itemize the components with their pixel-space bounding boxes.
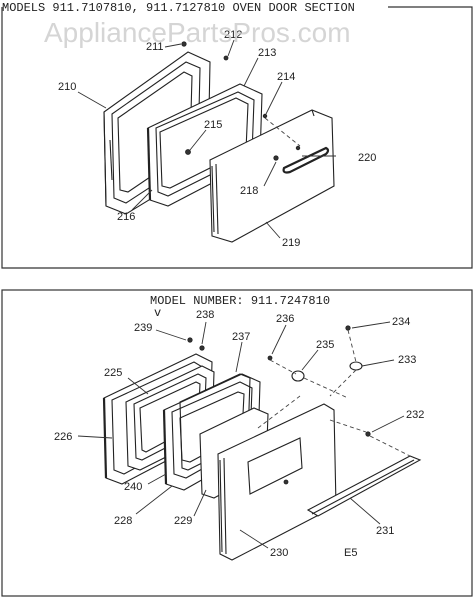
label-233: 233 (398, 354, 416, 366)
bottom-panel: MODEL NUMBER: 911.7247810 v (1, 289, 473, 597)
label-218: 218 (240, 185, 258, 197)
part-238-screw (199, 345, 205, 351)
top-panel: MODELS 911.7107810, 911.7127810 OVEN DOO… (1, 1, 473, 269)
label-236: 236 (276, 313, 294, 325)
label-226: 226 (54, 431, 72, 443)
part-233-spacer (349, 361, 363, 371)
part-239-screw (187, 337, 193, 343)
part-219-outer-door (209, 109, 335, 243)
label-213: 213 (258, 47, 276, 59)
part-236-screw (267, 355, 273, 361)
label-230: 230 (270, 547, 288, 559)
top-panel-frame (1, 6, 473, 269)
part-218b-screw (295, 145, 301, 151)
label-237: 237 (232, 331, 250, 343)
part-220-handle (282, 146, 330, 174)
part-212-screw (223, 55, 229, 61)
part-234-screw (345, 325, 351, 331)
label-220: 220 (358, 152, 376, 164)
model-number-mark: v (154, 306, 161, 320)
page-code: E5 (344, 547, 357, 559)
label-232: 232 (406, 409, 424, 421)
part-214-screw (262, 113, 268, 119)
label-234: 234 (392, 316, 410, 328)
part-211-screw (181, 41, 187, 47)
part-232-screw (365, 431, 371, 437)
part-230-screw (283, 479, 289, 485)
label-214: 214 (277, 71, 295, 83)
label-229: 229 (174, 515, 192, 527)
label-240: 240 (124, 481, 142, 493)
model-number: MODEL NUMBER: 911.7247810 (150, 294, 330, 308)
label-212: 212 (224, 29, 242, 41)
label-216: 216 (117, 211, 135, 223)
label-231: 231 (376, 525, 394, 537)
part-231-handle (306, 455, 422, 517)
part-218-screw (273, 155, 279, 161)
label-238: 238 (196, 309, 214, 321)
label-228: 228 (114, 515, 132, 527)
part-235-spacer (291, 370, 305, 382)
bottom-panel-frame (1, 289, 473, 597)
label-239: 239 (134, 322, 152, 334)
label-235: 235 (316, 339, 334, 351)
label-225: 225 (104, 367, 122, 379)
top-section-header: MODELS 911.7107810, 911.7127810 OVEN DOO… (2, 1, 355, 15)
label-215: 215 (204, 119, 222, 131)
label-210: 210 (58, 81, 76, 93)
label-219: 219 (282, 237, 300, 249)
label-211: 211 (146, 41, 164, 53)
watermark: AppliancePartsPros.com (44, 17, 351, 48)
